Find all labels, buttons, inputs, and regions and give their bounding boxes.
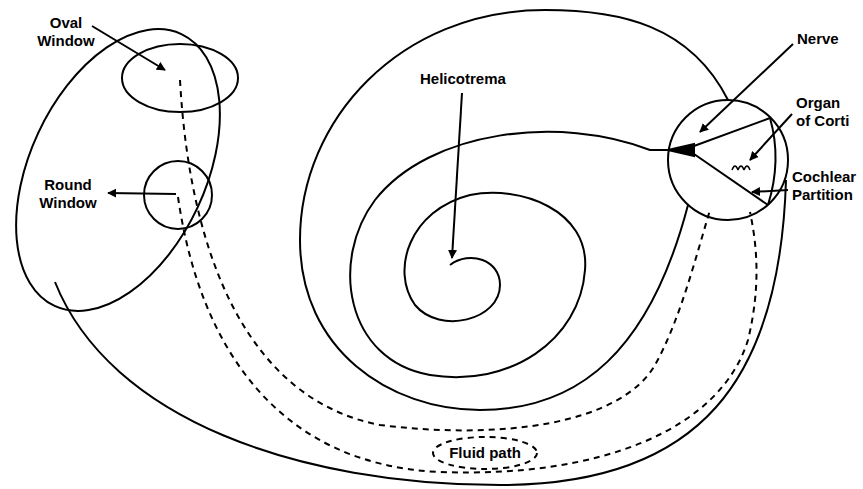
leader-arrow [752, 190, 788, 192]
fluid-path-line [180, 80, 710, 430]
fluid-path-line [178, 197, 757, 473]
cross-section [668, 100, 788, 220]
part-label: Cochlear Partition [792, 168, 858, 204]
part-label: Oval Window [30, 14, 102, 50]
cochlear-partition [694, 154, 768, 205]
part-label: Nerve [797, 30, 839, 48]
inner-spiral [350, 132, 668, 377]
nerve-symbol [668, 144, 694, 156]
dashed-ellipse [433, 437, 537, 469]
part-label: Round Window [28, 176, 108, 212]
round-window [144, 161, 212, 229]
leader-arrow [452, 93, 462, 258]
leader-arrow [750, 114, 792, 160]
leader-arrow [108, 193, 176, 194]
leader-arrow [700, 44, 793, 132]
fluid-path-region: Fluid path [432, 436, 538, 470]
leader-arrow [92, 26, 165, 70]
window-housing [0, 0, 261, 343]
organ-of-corti [732, 166, 750, 170]
part-label: Helicotrema [420, 70, 506, 88]
membrane [694, 118, 770, 146]
region-label: Fluid path [449, 444, 521, 462]
part-label: Organ of Corti [796, 94, 854, 130]
